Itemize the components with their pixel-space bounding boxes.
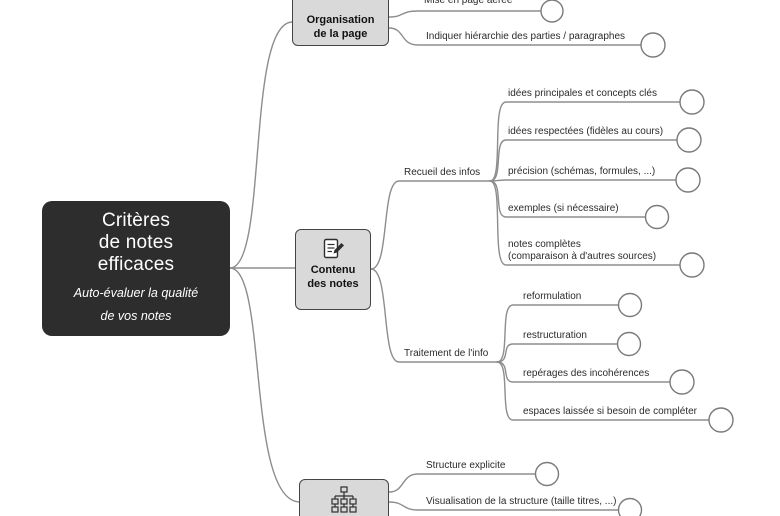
connector xyxy=(388,473,536,493)
node-circle[interactable] xyxy=(644,204,670,230)
connector xyxy=(489,139,678,182)
connector xyxy=(489,101,681,182)
root-title-line: Critères xyxy=(101,210,171,231)
root-subtitle: Auto-évaluer la qualité de vos notes xyxy=(42,282,230,328)
connector xyxy=(370,268,498,363)
node-circle[interactable] xyxy=(616,331,642,357)
node-label-line: notes complètes xyxy=(508,239,581,250)
node-circle[interactable] xyxy=(669,369,695,395)
node-label-traitement[interactable]: Traitement de l'info xyxy=(404,348,489,359)
connector xyxy=(489,179,677,182)
branch-label: Organisation de la page xyxy=(293,13,388,41)
node-label-reformulation[interactable]: reformulation xyxy=(523,291,582,302)
node-label-idees-respectees[interactable]: idées respectées (fidèles au cours) xyxy=(508,126,664,137)
root-node[interactable]: Critères de notes efficaces Auto-évaluer… xyxy=(42,201,230,336)
node-label-notes-completes[interactable]: notes complètes (comparaison à d'autres … xyxy=(508,239,656,263)
document-pencil-icon xyxy=(323,238,344,259)
connector xyxy=(496,304,619,363)
connector xyxy=(489,180,681,266)
connector xyxy=(388,501,619,511)
node-label-structure-explicite[interactable]: Structure explicite xyxy=(426,460,506,471)
branch-label-line: de la page xyxy=(313,28,368,40)
node-label-line: (comparaison à d'autres sources) xyxy=(508,251,657,262)
connector xyxy=(370,180,491,270)
node-circle[interactable] xyxy=(679,252,705,278)
node-label-mise-en-page[interactable]: Mise en page aérée xyxy=(424,0,513,6)
branch-label: Contenu des notes xyxy=(296,263,370,291)
branch-label-line: des notes xyxy=(307,278,359,290)
root-title-line: efficaces xyxy=(97,254,175,275)
branch-structure[interactable] xyxy=(299,479,389,516)
node-circle[interactable] xyxy=(640,32,666,58)
node-label-hierarchie[interactable]: Indiquer hiérarchie des parties / paragr… xyxy=(426,31,626,42)
connector xyxy=(496,343,618,363)
node-circle[interactable] xyxy=(617,292,643,318)
branch-contenu-des-notes[interactable]: Contenu des notes xyxy=(295,229,371,310)
node-label-idees-principales[interactable]: idées principales et concepts clés xyxy=(508,88,657,99)
node-label-reperages[interactable]: repérages des incohérences xyxy=(523,368,650,379)
node-circle[interactable] xyxy=(676,127,702,153)
branch-label-line: Organisation xyxy=(306,14,375,26)
connector xyxy=(388,27,642,46)
branch-organisation-de-la-page[interactable]: Organisation de la page xyxy=(292,0,389,46)
node-label-espaces[interactable]: espaces laissée si besoin de compléter xyxy=(523,406,697,417)
root-subtitle-line: Auto-évaluer la qualité xyxy=(73,286,199,300)
node-label-exemples[interactable]: exemples (si nécessaire) xyxy=(508,203,619,214)
node-circle[interactable] xyxy=(617,497,643,516)
node-circle[interactable] xyxy=(679,89,705,115)
connector xyxy=(489,180,646,218)
branch-label-line: Contenu xyxy=(310,264,356,276)
root-title: Critères de notes efficaces xyxy=(42,210,230,276)
node-label-visualisation[interactable]: Visualisation de la structure (taille ti… xyxy=(426,496,617,507)
node-label-restructuration[interactable]: restructuration xyxy=(523,330,587,341)
node-circle[interactable] xyxy=(540,0,564,23)
node-circle[interactable] xyxy=(534,461,560,487)
tree-structure-icon xyxy=(331,486,357,513)
connector xyxy=(229,267,301,503)
root-subtitle-line: de vos notes xyxy=(100,309,172,323)
connector xyxy=(229,21,293,269)
node-label-precision[interactable]: précision (schémas, formules, ...) xyxy=(508,166,656,177)
node-label-recueil-des-infos[interactable]: Recueil des infos xyxy=(404,167,481,178)
root-title-line: de notes xyxy=(98,232,174,253)
node-circle[interactable] xyxy=(708,407,734,433)
node-circle[interactable] xyxy=(675,167,701,193)
connector xyxy=(496,361,710,421)
connector xyxy=(388,10,541,18)
